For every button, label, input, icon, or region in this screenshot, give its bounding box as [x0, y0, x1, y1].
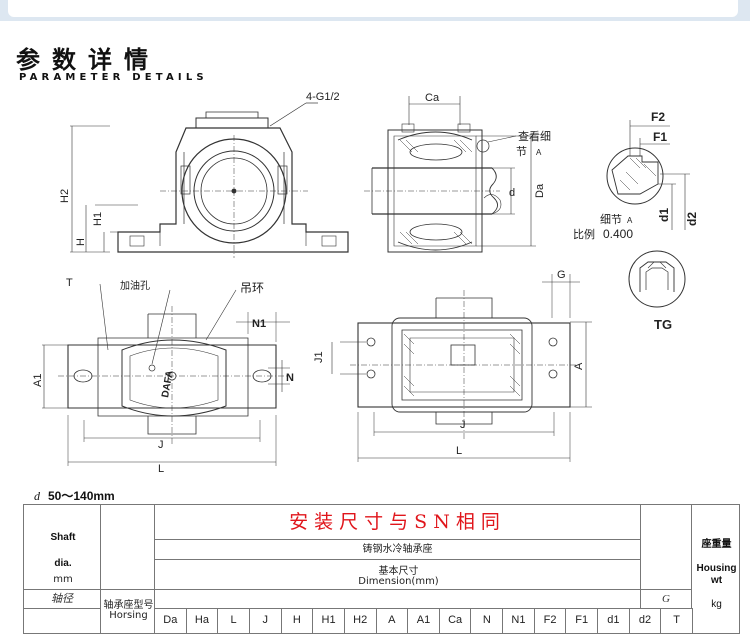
model-label-cell: 轴承座型号 Horsing: [100, 589, 155, 634]
label-scale: 比例: [573, 227, 595, 241]
column-header-n: N: [470, 608, 504, 634]
column-header-h1: H1: [312, 608, 345, 634]
table-title-cell: 安装尺寸与SN相同: [154, 504, 641, 540]
weight-en-label-2: wt: [710, 575, 723, 586]
label-d: d: [509, 187, 515, 199]
brand-logo-text: DAFA: [160, 370, 176, 399]
label-d2: d2: [685, 212, 699, 226]
label-j-left: J: [158, 439, 164, 451]
label-view-detail: 查看细: [518, 129, 551, 143]
top-view-left: [42, 283, 290, 466]
label-ca: Ca: [425, 92, 440, 104]
technical-drawing: 4-G1/2 H2 H H1 Ca d Da 查看细 节 A F2 F1 d1 …: [32, 91, 699, 475]
label-scale-value: 0.400: [603, 227, 633, 241]
column-header-a: A: [375, 608, 409, 634]
shaft-dia-label: dia.: [54, 558, 72, 569]
column-header-d1: d1: [597, 608, 630, 634]
label-t: T: [66, 277, 73, 289]
g-col-cell: G: [640, 589, 692, 609]
model-header-cell: [100, 504, 155, 590]
label-detail-ref: A: [536, 148, 542, 157]
g-top-cell: [640, 504, 692, 590]
label-f2: F2: [651, 110, 665, 124]
basic-dimension-cell: 基本尺寸 Dimension(mm): [154, 559, 641, 590]
front-view: [70, 102, 349, 258]
column-header-f2: F2: [533, 608, 567, 634]
column-header-h2: H2: [343, 608, 377, 634]
model-cn-label: 轴承座型号: [103, 600, 154, 611]
column-header-n1: N1: [502, 608, 535, 634]
label-g: G: [557, 269, 566, 281]
shaft-range: d 50～140mm: [34, 487, 115, 504]
section-title: 参数详情: [16, 46, 160, 74]
weight-unit-label: kg: [711, 599, 722, 610]
label-4-g1-2: 4-G1/2: [306, 91, 340, 103]
weight-en-label-1: Housing: [696, 563, 737, 574]
table-main-title: 安装尺寸与SN相同: [289, 511, 506, 533]
shaft-value-header: [23, 608, 101, 634]
top-banner: [0, 0, 750, 21]
parameter-table: Shaft dia. mm 轴径 轴承座型号 Horsing 安装尺寸与SN相同…: [23, 504, 740, 634]
label-da: Da: [534, 183, 546, 198]
range-symbol: d: [34, 489, 40, 503]
label-detail-caption-ref: A: [627, 216, 633, 225]
basic-en-label: Dimension(mm): [358, 576, 439, 587]
label-detail-part: 节: [516, 145, 527, 158]
table-subtitle-cell: 铸钢水冷轴承座: [154, 539, 641, 560]
label-h1: H1: [92, 212, 104, 226]
label-j1: J1: [313, 351, 325, 363]
column-header-t: T: [660, 608, 693, 634]
basic-cn-label: 基本尺寸: [378, 566, 419, 577]
label-detail-caption: 细节: [600, 213, 622, 226]
column-header-ca: Ca: [438, 608, 472, 634]
column-header-d2: d2: [628, 608, 662, 634]
label-lifting-ring: 吊环: [240, 281, 264, 295]
label-n1: N1: [252, 318, 266, 330]
column-header-l: L: [217, 608, 250, 634]
shaft-en-label: Shaft: [50, 532, 76, 543]
weight-cn-label: 座重量: [701, 539, 732, 550]
section-subtitle: PARAMETER DETAILS: [19, 72, 208, 83]
shaft-unit-label: mm: [53, 574, 73, 585]
label-l-left: L: [158, 463, 164, 475]
top-banner-inner: [8, 0, 738, 17]
label-h2: H2: [59, 189, 71, 203]
section-view: [364, 96, 536, 253]
label-a1: A1: [32, 374, 44, 387]
label-d1: d1: [657, 208, 671, 222]
column-header-f1: F1: [565, 608, 599, 634]
top-view-right: [331, 274, 592, 462]
label-n: N: [286, 372, 294, 384]
tg-seal-view: [628, 250, 686, 308]
column-header-j: J: [248, 608, 282, 634]
column-header-a1: A1: [407, 608, 440, 634]
shaft-header-cell: Shaft dia. mm: [23, 504, 101, 590]
label-tg: TG: [654, 317, 672, 332]
label-a: A: [573, 362, 585, 370]
label-j-right: J: [460, 419, 466, 431]
label-oil-hole: 加油孔: [120, 279, 150, 292]
column-header-ha: Ha: [185, 608, 219, 634]
label-h: H: [75, 238, 87, 246]
range-value: 50～140mm: [48, 489, 115, 503]
detail-a-view: [606, 120, 690, 230]
weight-header-cell: 座重量 Housing wt kg: [691, 504, 740, 634]
label-l-right: L: [456, 445, 462, 457]
column-header-da: Da: [154, 608, 187, 634]
label-f1: F1: [653, 130, 667, 144]
column-header-h: H: [280, 608, 314, 634]
shaft-cn-cell: 轴径: [23, 589, 101, 609]
